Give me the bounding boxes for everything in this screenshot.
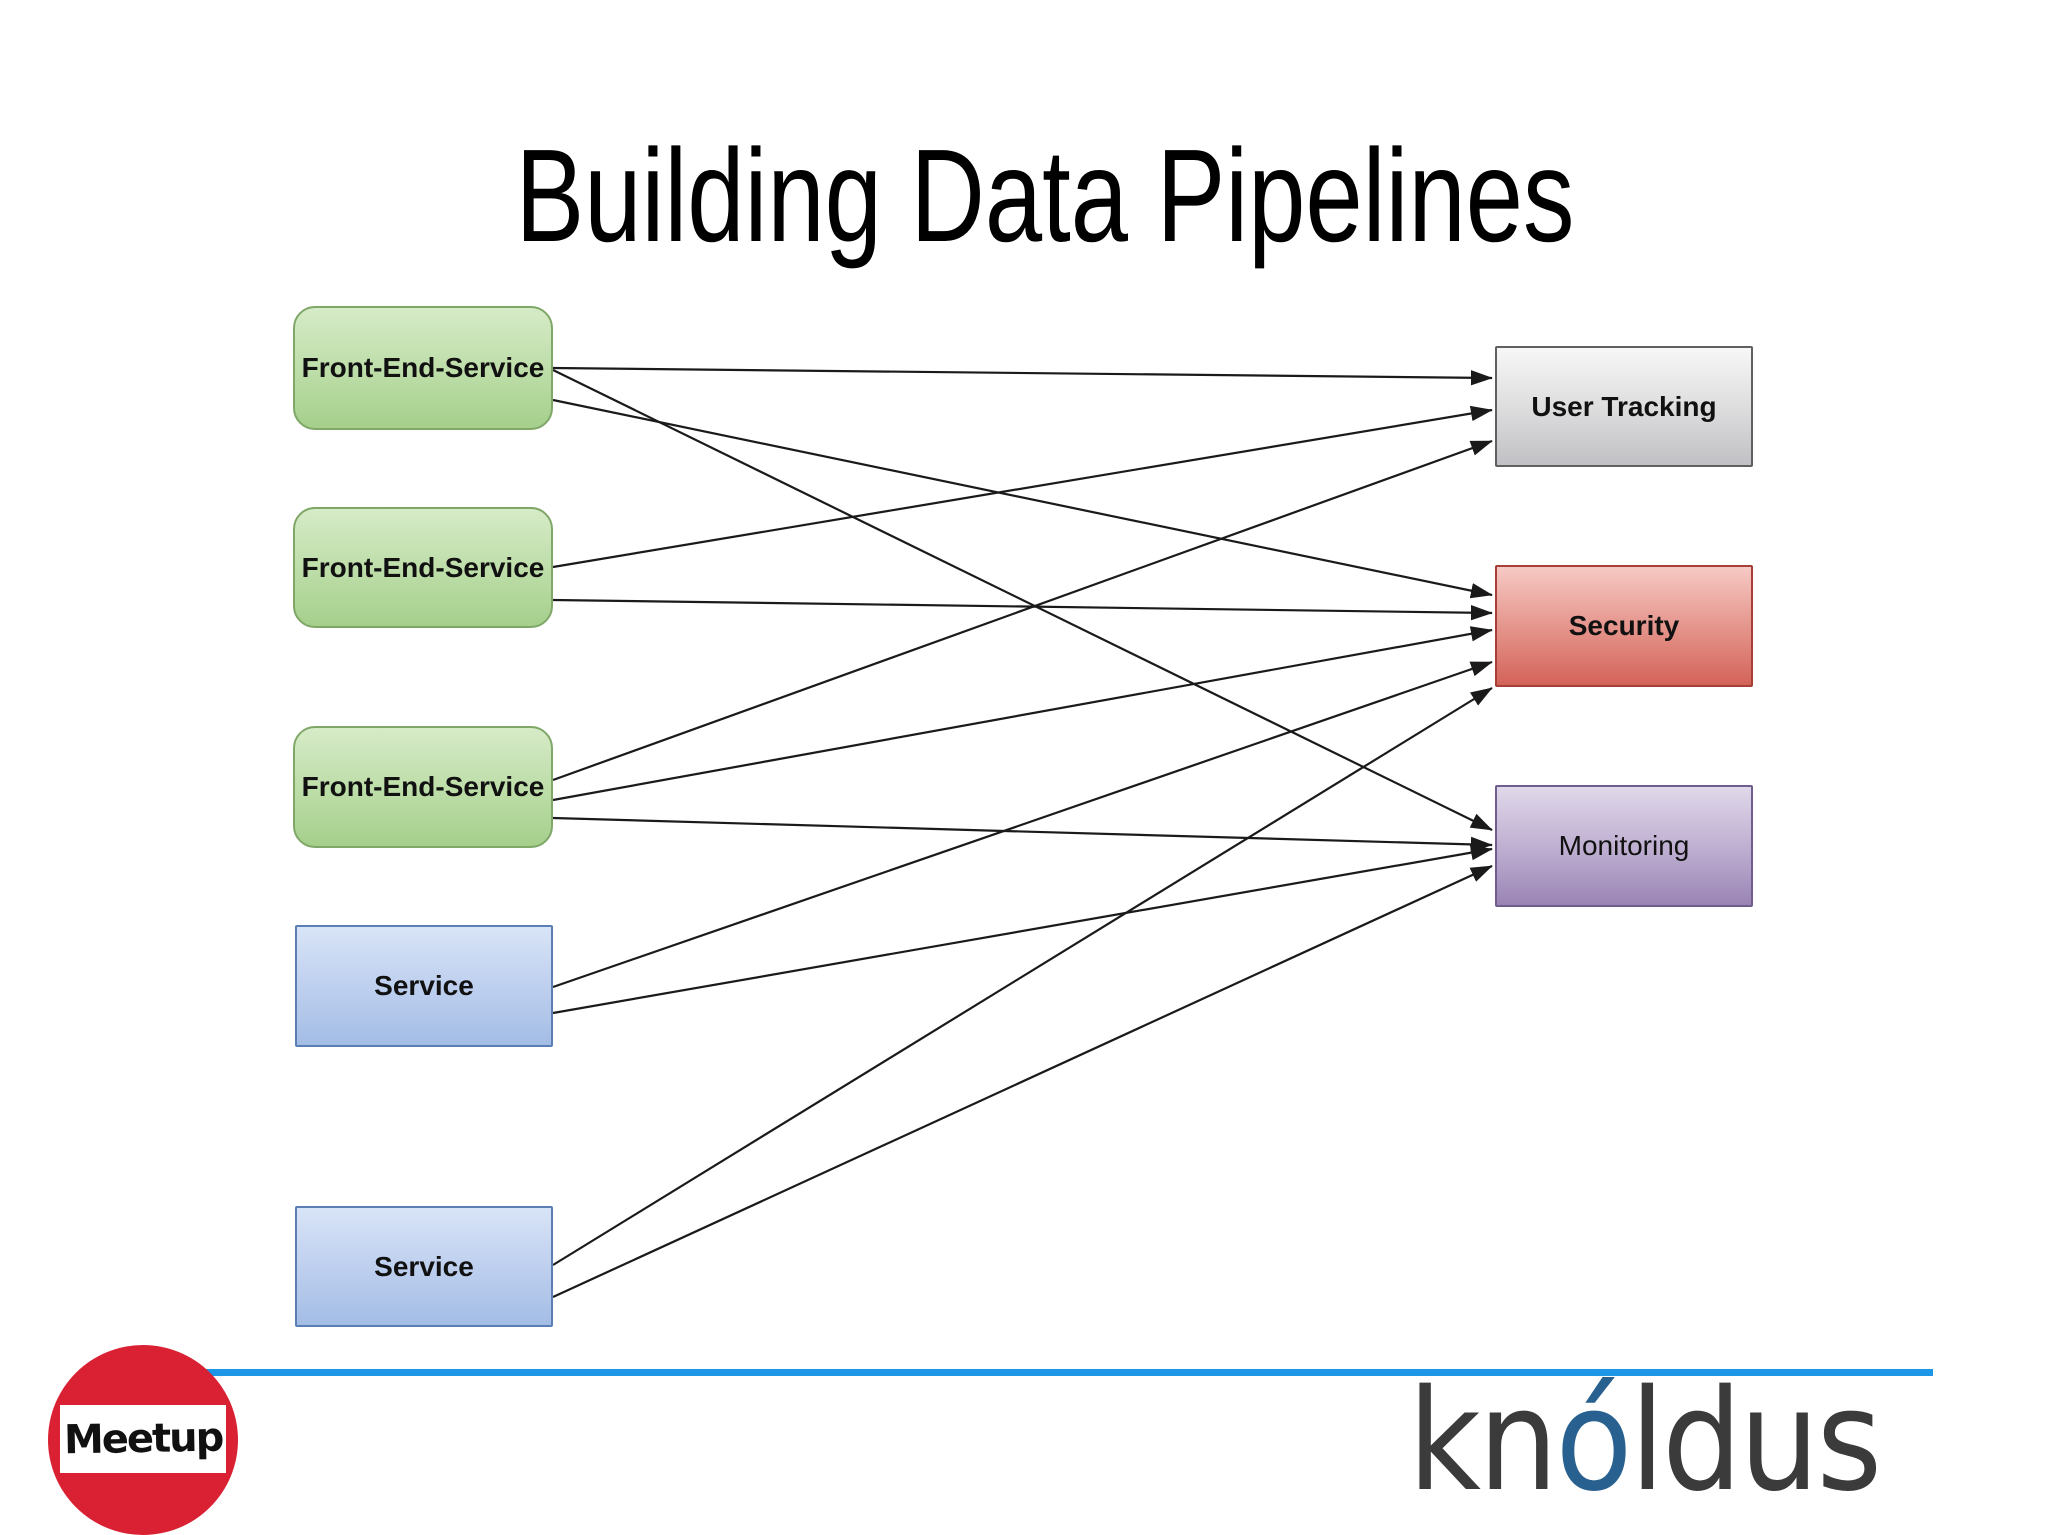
node-label: Monitoring — [1558, 830, 1690, 861]
edge-svc1-to-mon — [552, 845, 1493, 1015]
edge-svc2-to-mon — [552, 865, 1493, 1298]
node-label: Front-End-Service — [301, 771, 545, 802]
node-fes2: Front-End-Service — [293, 507, 553, 628]
node-label: Front-End-Service — [301, 551, 545, 583]
page-title: Building Data Pipelines — [515, 122, 1575, 269]
edge-fes1-to-sec — [552, 398, 1493, 599]
node-label: User Tracking — [1531, 390, 1717, 422]
knoldus-logo-text-pre: kn — [1408, 1360, 1558, 1523]
node-fes1: Front-End-Service — [293, 306, 553, 430]
node-label: Front-End-Service — [301, 352, 545, 383]
edge-fes3-to-ut — [552, 439, 1493, 782]
edge-fes3-to-sec — [552, 626, 1493, 802]
node-label: Service — [374, 970, 474, 1001]
node-label: Service — [374, 1250, 474, 1282]
meetup-logo-band: Meetup — [60, 1405, 226, 1473]
edge-fes1-to-ut — [552, 366, 1493, 386]
edge-svc2-to-sec — [552, 687, 1493, 1266]
edge-svc1-to-sec — [552, 660, 1493, 989]
edge-fes1-to-mon — [552, 369, 1493, 831]
node-fes3: Front-End-Service — [293, 726, 553, 848]
meetup-logo-text: Meetup — [63, 1414, 223, 1464]
meetup-logo: Meetup — [48, 1345, 238, 1535]
knoldus-logo-accent: ó — [1555, 1360, 1632, 1523]
node-sec: Security — [1495, 565, 1753, 687]
node-svc1: Service — [295, 925, 553, 1047]
edge-fes2-to-sec — [552, 598, 1493, 621]
knoldus-logo: knóldus — [1408, 1368, 1882, 1515]
edge-fes3-to-mon — [552, 816, 1493, 853]
node-svc2: Service — [295, 1206, 553, 1327]
node-label: Security — [1568, 610, 1680, 641]
edge-fes2-to-ut — [552, 405, 1493, 569]
node-mon: Monitoring — [1495, 785, 1753, 907]
footer-divider-line — [205, 1369, 1933, 1376]
node-ut: User Tracking — [1495, 346, 1753, 467]
knoldus-logo-text-post: ldus — [1629, 1360, 1882, 1523]
